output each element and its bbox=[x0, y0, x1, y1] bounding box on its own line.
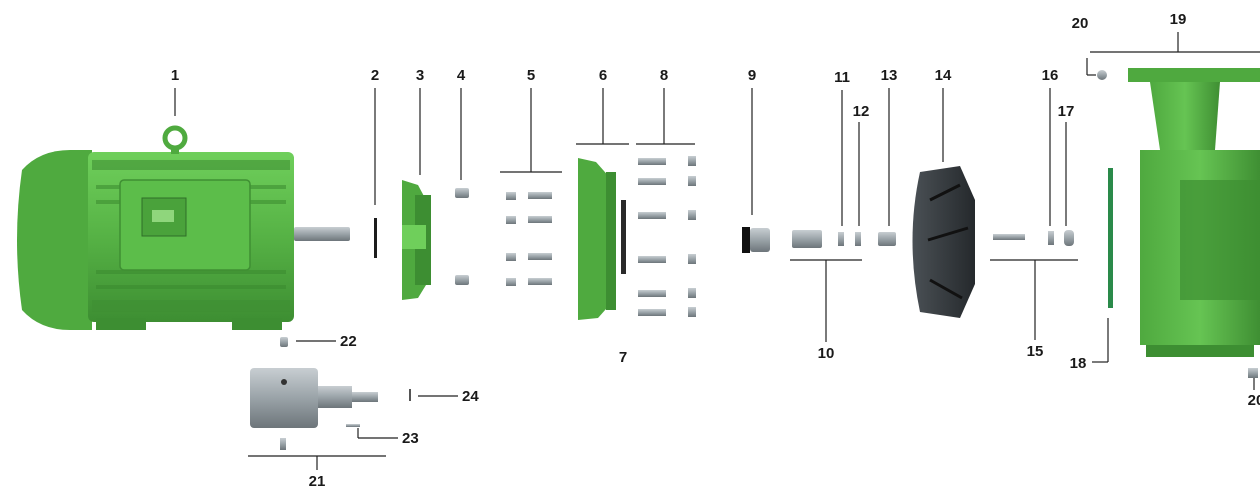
label-10: 10 bbox=[818, 345, 835, 362]
part-15-impeller-fixing bbox=[993, 230, 1074, 246]
label-1: 1 bbox=[171, 67, 179, 84]
label-4: 4 bbox=[457, 67, 466, 84]
part-4-bolts bbox=[455, 188, 469, 285]
label-20-top: 20 bbox=[1072, 15, 1089, 32]
label-11: 11 bbox=[834, 69, 850, 86]
label-8: 8 bbox=[660, 67, 668, 84]
part-19-volute-casing bbox=[1128, 68, 1260, 357]
part-2-gasket bbox=[374, 218, 377, 258]
part-6-backplate bbox=[578, 158, 616, 320]
label-20-bottom: 20 bbox=[1248, 392, 1260, 409]
part-3-adapter bbox=[402, 180, 431, 300]
label-22: 22 bbox=[340, 333, 357, 350]
part-24-pin bbox=[409, 389, 411, 401]
label-21: 21 bbox=[309, 473, 326, 490]
part-22-screw bbox=[280, 337, 288, 347]
label-14: 14 bbox=[935, 67, 952, 84]
label-2: 2 bbox=[371, 67, 379, 84]
label-24: 24 bbox=[462, 388, 479, 405]
motor-shaft bbox=[294, 227, 350, 241]
label-17: 17 bbox=[1058, 103, 1075, 120]
part-5-screws bbox=[506, 192, 552, 286]
part-labels: 1 2 3 4 5 6 7 8 9 10 11 12 13 14 15 16 1… bbox=[171, 11, 1260, 490]
part-9-mechanical-seal bbox=[742, 227, 770, 253]
label-18: 18 bbox=[1070, 355, 1087, 372]
label-16: 16 bbox=[1042, 67, 1059, 84]
part-7-gasket bbox=[621, 200, 626, 274]
part-20-plug-bottom bbox=[1248, 368, 1258, 378]
label-6: 6 bbox=[599, 67, 607, 84]
label-9: 9 bbox=[748, 67, 756, 84]
label-23: 23 bbox=[402, 430, 419, 447]
part-8-fasteners bbox=[638, 156, 696, 317]
part-21-shaft-assembly bbox=[250, 368, 378, 450]
label-12: 12 bbox=[853, 103, 870, 120]
label-7: 7 bbox=[619, 349, 627, 366]
part-18-casing-gasket bbox=[1108, 168, 1113, 308]
label-5: 5 bbox=[527, 67, 535, 84]
motor bbox=[17, 125, 350, 330]
label-13: 13 bbox=[881, 67, 898, 84]
part-20-plug-top bbox=[1097, 70, 1107, 80]
label-19: 19 bbox=[1170, 11, 1187, 28]
label-3: 3 bbox=[416, 67, 424, 84]
part-23-key bbox=[346, 424, 360, 427]
leader-lines bbox=[174, 32, 1260, 470]
eye-bolt bbox=[162, 125, 188, 151]
part-10-sleeve-assembly bbox=[792, 230, 896, 248]
label-15: 15 bbox=[1027, 343, 1044, 360]
part-14-impeller bbox=[912, 166, 975, 318]
